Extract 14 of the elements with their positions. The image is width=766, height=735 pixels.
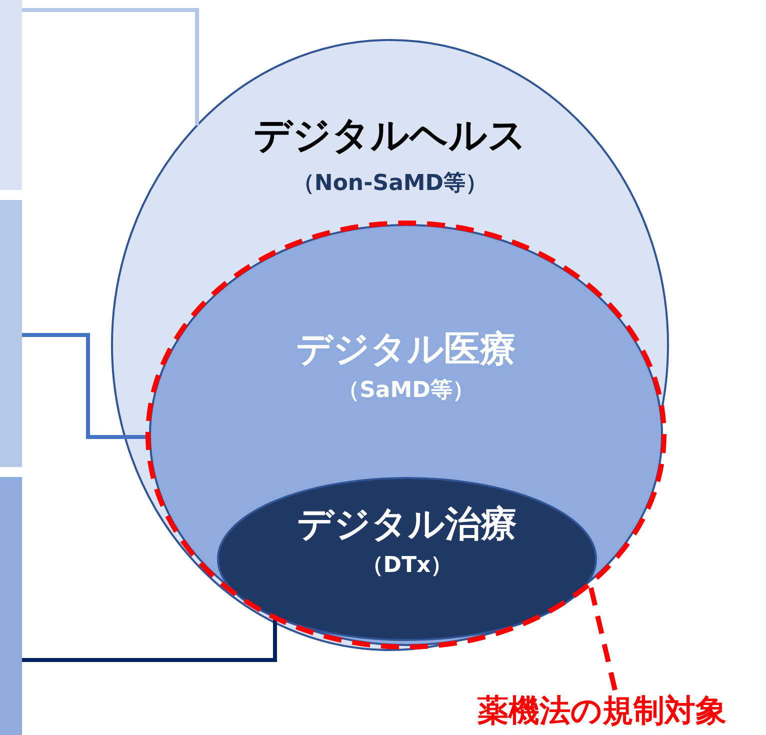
leader-line <box>22 8 199 126</box>
leader-line <box>22 617 277 662</box>
set-title: デジタル医療 <box>296 328 516 372</box>
annotation-label: 薬機法の規制対象 <box>452 690 752 732</box>
category-bar <box>0 200 22 467</box>
category-bar <box>0 0 22 190</box>
set-subtitle: （Non-SaMD等） <box>292 170 488 198</box>
set-subtitle: （DTx） <box>361 552 453 580</box>
outer-ellipse <box>112 40 668 650</box>
category-bar <box>0 477 22 735</box>
inner-ellipse <box>218 478 596 640</box>
set-subtitle: （SaMD等） <box>338 377 474 405</box>
set-title: デジタル治療 <box>297 503 517 547</box>
set-title: デジタルヘルス <box>254 112 526 159</box>
